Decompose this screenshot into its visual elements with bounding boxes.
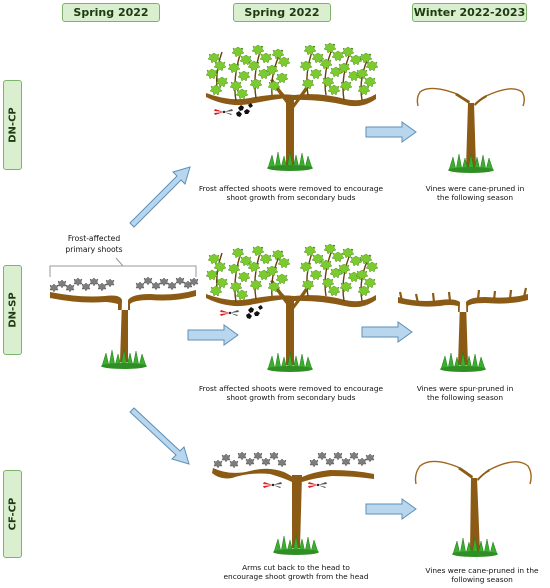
pruning-shears-icon-right [308,482,327,488]
arrow-right-row2-left [187,324,239,346]
caption-line: the following season [426,393,504,403]
vine-dncp-regrown [205,42,379,172]
vine-cfcp-head-regrowth [212,451,375,556]
arrow-right-row3 [365,498,417,520]
caption-line: Vines were cane-pruned in the [425,566,539,575]
caption-dnsp-right: Vines were spur-pruned in the following … [405,384,525,402]
caption-cfcp-right: Vines were cane-pruned in the following … [420,566,544,584]
arrow-diagonal-down [129,407,190,465]
row-label-dn-cp: DN-CP [3,80,22,170]
caption-line: encourage shoot growth from the head [223,572,369,582]
column-header-spring-2022-b: Spring 2022 [233,3,331,22]
caption-line: shoot growth from secondary buds [226,393,356,403]
caption-line: Arms cut back to the head to [242,563,350,572]
pruning-shears-icon [214,109,233,115]
pruning-shears-icon-left [263,482,282,488]
caption-line: Vines were cane-pruned in [425,184,525,193]
vine-frost-affected [49,276,199,370]
vine-cfcp-cane-pruned [414,460,532,558]
arrow-right-row1 [365,121,417,143]
frost-bracket [49,265,197,277]
vine-dnsp-regrown [205,243,379,373]
caption-dnsp-middle: Frost affected shoots were removed to en… [196,384,386,402]
pruning-shears-icon [220,310,239,316]
frost-bracket-pointer [115,257,124,267]
row-label-cf-cp: CF-CP [3,470,22,558]
column-header-winter-2022-2023: Winter 2022-2023 [412,3,527,22]
removed-shoots-icon [246,305,263,319]
caption-line: Vines were spur-pruned in [416,384,514,393]
frost-bracket-label-line2: primary shoots [65,245,122,254]
arrow-diagonal-up [129,166,191,228]
vine-dnsp-spur-pruned [398,287,528,373]
row-label-dn-sp: DN-SP [3,265,22,355]
caption-cfcp-middle: Arms cut back to the head to encourage s… [206,563,386,581]
arrow-right-row2-right [361,321,413,343]
caption-line: shoot growth from secondary buds [226,193,356,203]
caption-line: following season [451,575,513,585]
column-header-spring-2022-a: Spring 2022 [62,3,160,22]
caption-dncp-right: Vines were cane-pruned in the following … [415,184,535,202]
caption-line: Frost affected shoots were removed to en… [198,184,384,193]
caption-line: Frost affected shoots were removed to en… [198,384,384,393]
vine-dncp-cane-pruned [416,87,525,174]
caption-dncp-middle: Frost affected shoots were removed to en… [196,184,386,202]
frost-bracket-label-line1: Frost-affected [68,234,120,243]
removed-shoots-icon [236,103,253,117]
caption-line: the following season [436,193,514,203]
